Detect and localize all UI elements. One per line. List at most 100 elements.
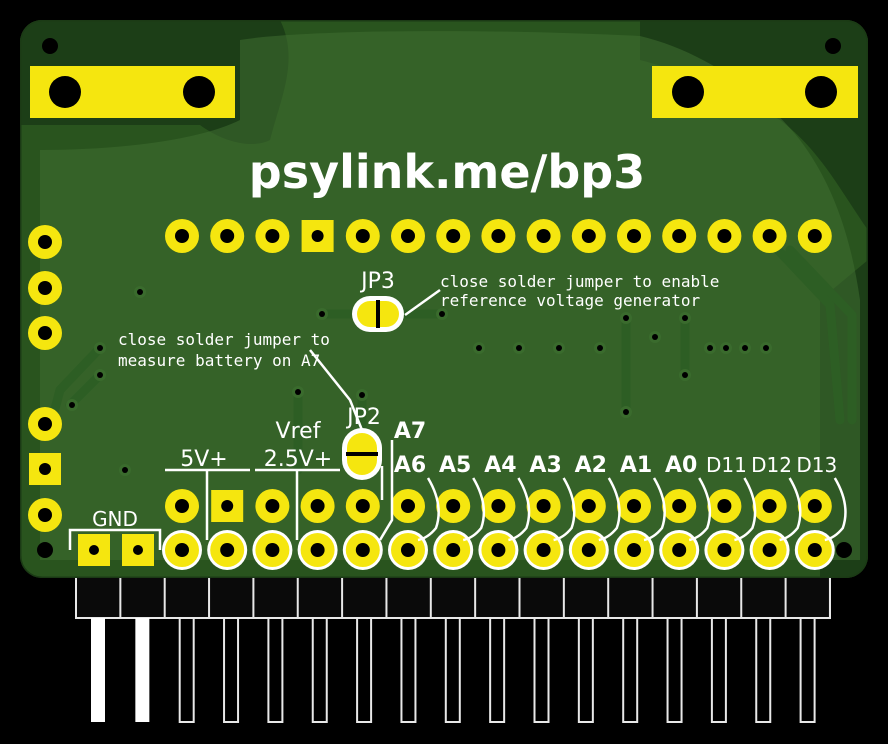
upper-pin	[391, 489, 425, 523]
pin-header	[75, 575, 831, 723]
header-pin-leg	[577, 617, 594, 723]
lower-pin	[433, 530, 474, 570]
jp3-note-line2: reference voltage generator	[440, 291, 700, 310]
top-pin	[526, 219, 561, 253]
top-pin	[707, 219, 742, 253]
v25-label: 2.5V+	[264, 447, 332, 472]
upper-pin	[255, 489, 290, 523]
jp2-label: JP2	[345, 405, 381, 430]
lower-pin	[659, 530, 700, 570]
header-pin-leg	[710, 617, 727, 723]
header-pin-leg	[356, 617, 373, 723]
vref-label: Vref	[276, 419, 322, 444]
lower-pin	[614, 530, 654, 570]
pin-label: A5	[439, 453, 471, 478]
silkscreen-lines	[68, 288, 847, 550]
header-pin-leg	[267, 617, 284, 723]
pin-label: D12	[751, 453, 792, 477]
upper-pin	[526, 489, 561, 523]
pin-label: A2	[575, 453, 607, 478]
lower-pin	[342, 530, 383, 570]
top-pin	[436, 219, 471, 253]
gnd-label: GND	[92, 507, 138, 531]
jp3-note-line1: close solder jumper to enable	[440, 272, 719, 291]
upper-pin	[707, 489, 742, 523]
pin-label: A1	[620, 453, 652, 478]
top-pin	[210, 219, 245, 253]
top-pin	[165, 219, 199, 253]
top-pin	[571, 219, 606, 253]
upper-pin	[617, 489, 651, 523]
pin-label: A3	[529, 453, 561, 478]
pin-label: D13	[796, 453, 837, 477]
lower-pin	[704, 530, 745, 570]
left-pin	[28, 271, 62, 305]
upper-pin	[662, 489, 697, 523]
upper-pin	[300, 489, 335, 523]
lower-pin	[162, 530, 202, 570]
header-pin-leg	[533, 617, 550, 723]
pin-label: A6	[394, 453, 426, 478]
header-pin-leg	[400, 617, 417, 723]
header-pin-leg	[91, 618, 105, 722]
left-pin	[28, 316, 62, 350]
lower-pin	[388, 530, 428, 570]
corner-holes	[37, 38, 852, 558]
top-pin	[481, 219, 516, 253]
upper-pin	[752, 489, 787, 523]
upper-pin	[571, 489, 606, 523]
header-pin-leg	[666, 617, 683, 723]
lower-pin	[794, 530, 835, 570]
upper-pin	[345, 489, 380, 523]
lower-pin	[478, 530, 519, 570]
jp2-note-line2: measure battery on A7	[118, 351, 320, 370]
pin-label-a7: A7	[394, 419, 426, 444]
pin-label: A4	[484, 453, 516, 478]
header-pin-leg	[755, 617, 772, 723]
left-pin	[28, 225, 62, 259]
header-pin-leg	[444, 617, 461, 723]
lower-pin	[297, 530, 338, 570]
pin-label: A0	[665, 453, 697, 478]
upper-pin	[797, 489, 832, 523]
left-pin-column	[28, 225, 62, 532]
v5-label: 5V+	[180, 447, 227, 472]
top-pin-square	[301, 220, 334, 252]
top-pin	[662, 219, 697, 253]
vias	[66, 286, 772, 476]
lower-pin	[523, 530, 564, 570]
lower-pin	[207, 530, 248, 570]
header-pin-leg	[489, 617, 506, 723]
solder-jumper-jp3[interactable]	[352, 296, 404, 332]
upper-pin-square	[211, 490, 244, 522]
pin-label: D11	[706, 453, 747, 477]
header-pin-leg	[223, 617, 240, 723]
lower-pin	[749, 530, 790, 570]
header-pin-leg	[622, 617, 639, 723]
top-pin	[797, 219, 832, 253]
bottom-lower-pin-row	[162, 530, 835, 570]
left-pin	[28, 407, 62, 441]
top-pin	[617, 219, 651, 253]
solder-jumper-jp2[interactable]	[342, 428, 382, 480]
header-pin-leg	[799, 617, 816, 723]
upper-pin	[436, 489, 471, 523]
jp3-label: JP3	[359, 269, 395, 294]
bottom-upper-pin-row	[165, 489, 832, 523]
gnd-pads	[78, 534, 154, 566]
upper-pin	[165, 489, 199, 523]
top-pin	[391, 219, 425, 253]
lower-pin	[252, 530, 293, 570]
left-pin	[28, 498, 62, 532]
top-pin	[345, 219, 380, 253]
header-pin-leg	[178, 617, 195, 723]
header-pin-leg	[311, 617, 328, 723]
mounting-pads	[30, 66, 858, 118]
left-pin-square	[29, 453, 61, 485]
top-pin	[255, 219, 290, 253]
jp2-note-line1: close solder jumper to	[118, 330, 330, 349]
url-label: psylink.me/bp3	[249, 145, 645, 199]
upper-pin	[481, 489, 516, 523]
